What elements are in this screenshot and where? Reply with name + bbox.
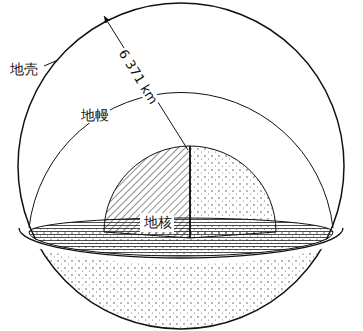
core-label: 地核 [143, 215, 173, 230]
crust-label: 地壳 [9, 62, 39, 77]
mantle-label: 地幔 [80, 108, 110, 123]
